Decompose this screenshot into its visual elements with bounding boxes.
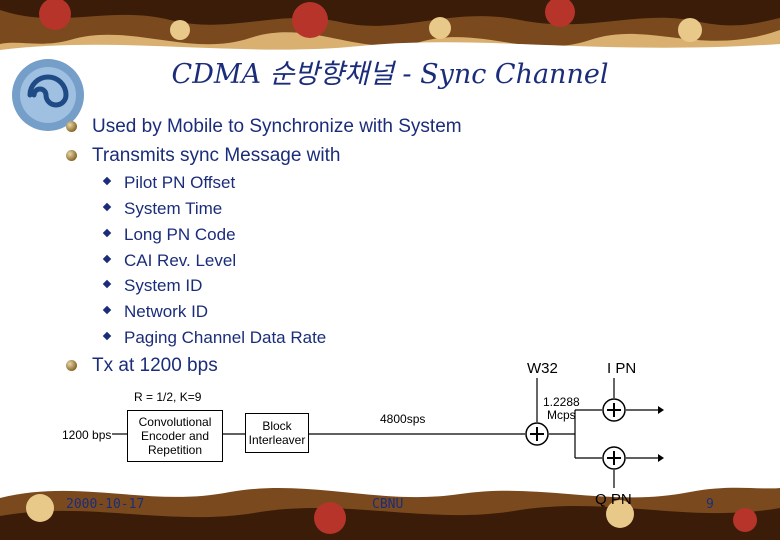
footer-page-number: 9 — [706, 497, 714, 512]
sub-item: System ID — [102, 276, 203, 296]
walsh-label: W32 — [527, 360, 558, 377]
sub-item: CAI Rev. Level — [102, 251, 237, 271]
block-interleaver: Block Interleaver — [245, 413, 309, 453]
footer-org: CBNU — [372, 497, 404, 512]
code-params-label: R = 1/2, K=9 — [134, 390, 202, 404]
sub-item: Long PN Code — [102, 225, 236, 245]
chip-rate-unit: Mcps — [547, 408, 576, 422]
bullet-item: Transmits sync Message with — [66, 145, 341, 167]
slide-title: CDMA 순방향채널 - Sync Channel — [171, 59, 609, 90]
input-rate-label: 1200 bps — [62, 428, 112, 442]
conv-encoder-line: Convolutional — [138, 415, 212, 429]
sub-item: System Time — [102, 199, 223, 219]
symbol-rate-label: 4800sps — [380, 412, 426, 426]
bottom-decorative-band — [0, 478, 780, 540]
chip-rate-value: 1.2288 — [543, 395, 580, 409]
bullet-item: Used by Mobile to Synchronize with Syste… — [66, 116, 462, 138]
conv-encoder-line: Repetition — [147, 443, 203, 457]
bullet-item: Tx at 1200 bps — [66, 355, 218, 377]
bullet-dot-icon — [66, 360, 77, 371]
sub-item: Pilot PN Offset — [102, 173, 236, 193]
bullet-text: Used by Mobile to Synchronize with Syste… — [92, 116, 462, 137]
top-decorative-band — [0, 0, 780, 58]
sub-item-text: Network ID — [124, 302, 209, 321]
sub-item: Paging Channel Data Rate — [102, 328, 327, 348]
sub-item: Network ID — [102, 302, 209, 322]
bullet-text: Tx at 1200 bps — [92, 355, 218, 376]
conv-encoder-line: Encoder and — [140, 429, 210, 443]
i-pn-label: I PN — [607, 360, 637, 377]
mixer-i-icon — [602, 398, 626, 422]
mixer-q-icon — [602, 446, 626, 470]
interleaver-line: Block — [262, 419, 292, 433]
interleaver-line: Interleaver — [248, 433, 306, 447]
conv-encoder-block: Convolutional Encoder and Repetition — [127, 410, 223, 462]
bullet-dot-icon — [66, 150, 77, 161]
sub-item-text: System Time — [124, 199, 223, 218]
bullet-text: Transmits sync Message with — [92, 145, 341, 166]
sub-item-text: CAI Rev. Level — [124, 251, 237, 270]
q-pn-label: Q PN — [595, 491, 632, 508]
adder-icon — [525, 422, 549, 446]
sub-item-text: Long PN Code — [124, 225, 236, 244]
sub-item-text: System ID — [124, 276, 203, 295]
footer-date: 2000-10-17 — [66, 497, 145, 512]
sub-item-text: Paging Channel Data Rate — [124, 328, 327, 347]
chip-rate-label: 1.2288 Mcps — [543, 396, 580, 422]
bullet-dot-icon — [66, 121, 77, 132]
sub-item-text: Pilot PN Offset — [124, 173, 236, 192]
